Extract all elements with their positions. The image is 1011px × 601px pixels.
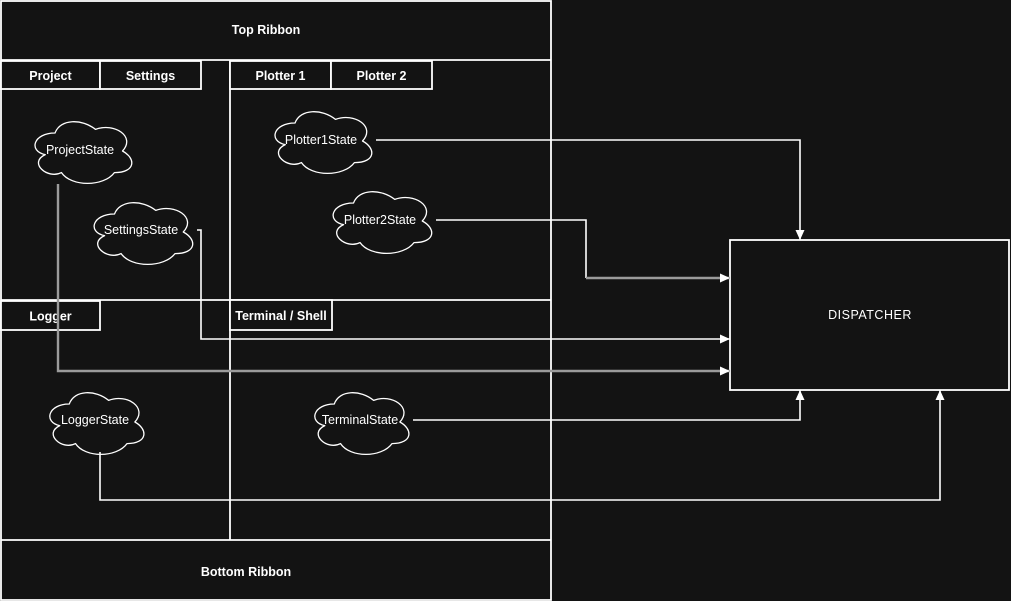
- edge-projectstate-to-dispatcher-left: [56, 184, 730, 373]
- edge-settingsstate-to-dispatcher-left: [197, 229, 730, 340]
- cloud-label-project-state: ProjectState: [46, 143, 114, 157]
- tab-label-terminal-shell: Terminal / Shell: [235, 309, 326, 323]
- cloud-label-plotter2-state: Plotter2State: [344, 213, 416, 227]
- tab-label-project: Project: [29, 69, 72, 83]
- tab-plotter-2: [330, 60, 433, 90]
- cloud-settings-state: [93, 202, 194, 265]
- tab-settings: [99, 60, 202, 90]
- tab-label-logger: Logger: [29, 310, 71, 324]
- edge-plotter2state-elbow: [436, 219, 587, 278]
- tab-terminal-shell: [229, 299, 333, 331]
- tab-label-plotter-1: Plotter 1: [255, 69, 305, 83]
- arrowhead-projectstate-to-dispatcher-left: [720, 366, 730, 376]
- edge-plotter1state-to-dispatcher-top: [376, 139, 801, 240]
- region-label-top-ribbon: Top Ribbon: [232, 23, 301, 37]
- cloud-label-logger-state: LoggerState: [61, 413, 129, 427]
- arrowhead-plotter2state-to-dispatcher-left: [720, 273, 730, 283]
- arrowhead-loggerstate-to-dispatcher-bottom: [935, 390, 945, 400]
- cloud-plotter2-state: [332, 191, 433, 254]
- tab-logger: [0, 300, 101, 331]
- edge-loggerstate-to-dispatcher-bottom: [99, 390, 941, 501]
- cloud-terminal-state: [314, 392, 410, 455]
- tab-project: [0, 60, 101, 90]
- cloud-project-state: [34, 121, 133, 184]
- cloud-label-plotter1-state: Plotter1State: [285, 133, 357, 147]
- tab-label-plotter-2: Plotter 2: [356, 69, 406, 83]
- region-label-bottom-ribbon: Bottom Ribbon: [201, 565, 291, 579]
- arrowhead-settingsstate-to-dispatcher-left: [720, 334, 730, 344]
- arrowhead-terminalstate-to-dispatcher-bottom: [795, 390, 805, 400]
- tab-label-settings: Settings: [126, 69, 175, 83]
- cloud-label-settings-state: SettingsState: [104, 223, 178, 237]
- cloud-plotter1-state: [274, 111, 373, 174]
- edge-terminalstate-to-dispatcher-bottom: [413, 390, 801, 421]
- dispatcher-label: DISPATCHER: [828, 308, 912, 322]
- arrowhead-plotter1state-to-dispatcher-top: [795, 230, 805, 240]
- dispatcher-box: [729, 239, 1010, 391]
- cloud-label-terminal-state: TerminalState: [322, 413, 398, 427]
- cloud-logger-state: [49, 392, 145, 455]
